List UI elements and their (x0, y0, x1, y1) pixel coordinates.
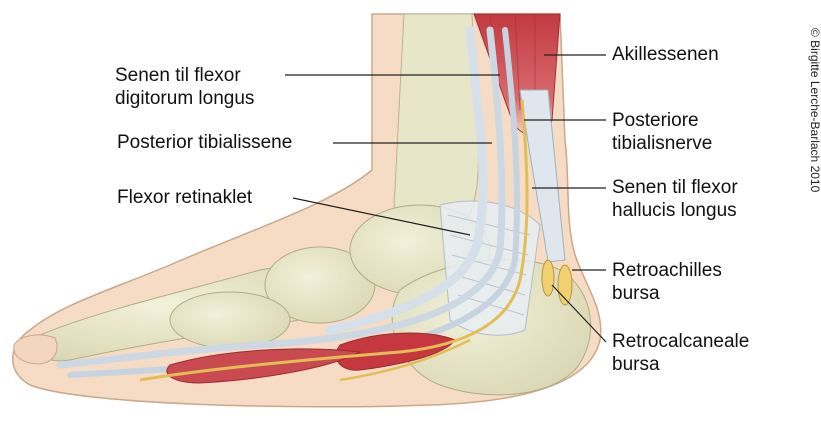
retrocalcaneal-bursa (542, 260, 554, 296)
label-retrocalcaneal-bursa: Retrocalcaneale bursa (612, 330, 749, 376)
label-flexor-digitorum-line1: Senen til flexor (115, 64, 254, 87)
label-retroachilles-line1: Retroachilles (612, 259, 722, 282)
label-flexor-digitorum: Senen til flexor digitorum longus (115, 64, 254, 110)
label-achilles: Akillessenen (612, 43, 719, 66)
label-posterior-tibialis-tendon: Posterior tibialissene (117, 131, 292, 154)
label-posterior-tibial-nerve: Posteriore tibialisnerve (612, 109, 712, 155)
big-toe (14, 335, 57, 364)
label-flexor-hallucis-line2: hallucis longus (612, 199, 738, 222)
label-achilles-line1: Akillessenen (612, 43, 719, 66)
label-retroachilles-bursa: Retroachilles bursa (612, 259, 722, 305)
label-posterior-tibialis-line1: Posterior tibialissene (117, 131, 292, 154)
label-posterior-tibial-nerve-line2: tibialisnerve (612, 132, 712, 155)
label-posterior-tibial-nerve-line1: Posteriore (612, 109, 712, 132)
label-flexor-digitorum-line2: digitorum longus (115, 87, 254, 110)
label-retrocalcaneal-line2: bursa (612, 353, 749, 376)
label-flexor-hallucis: Senen til flexor hallucis longus (612, 176, 738, 222)
label-retrocalcaneal-line1: Retrocalcaneale (612, 330, 749, 353)
label-flexor-hallucis-line1: Senen til flexor (612, 176, 738, 199)
copyright-notice: © Birgitte Lerche-Barlach 2010 (808, 28, 821, 192)
label-flexor-retinaculum-line1: Flexor retinaklet (117, 186, 252, 209)
label-retroachilles-line2: bursa (612, 282, 722, 305)
label-flexor-retinaculum: Flexor retinaklet (117, 186, 252, 209)
cuboid-bone (170, 292, 290, 348)
